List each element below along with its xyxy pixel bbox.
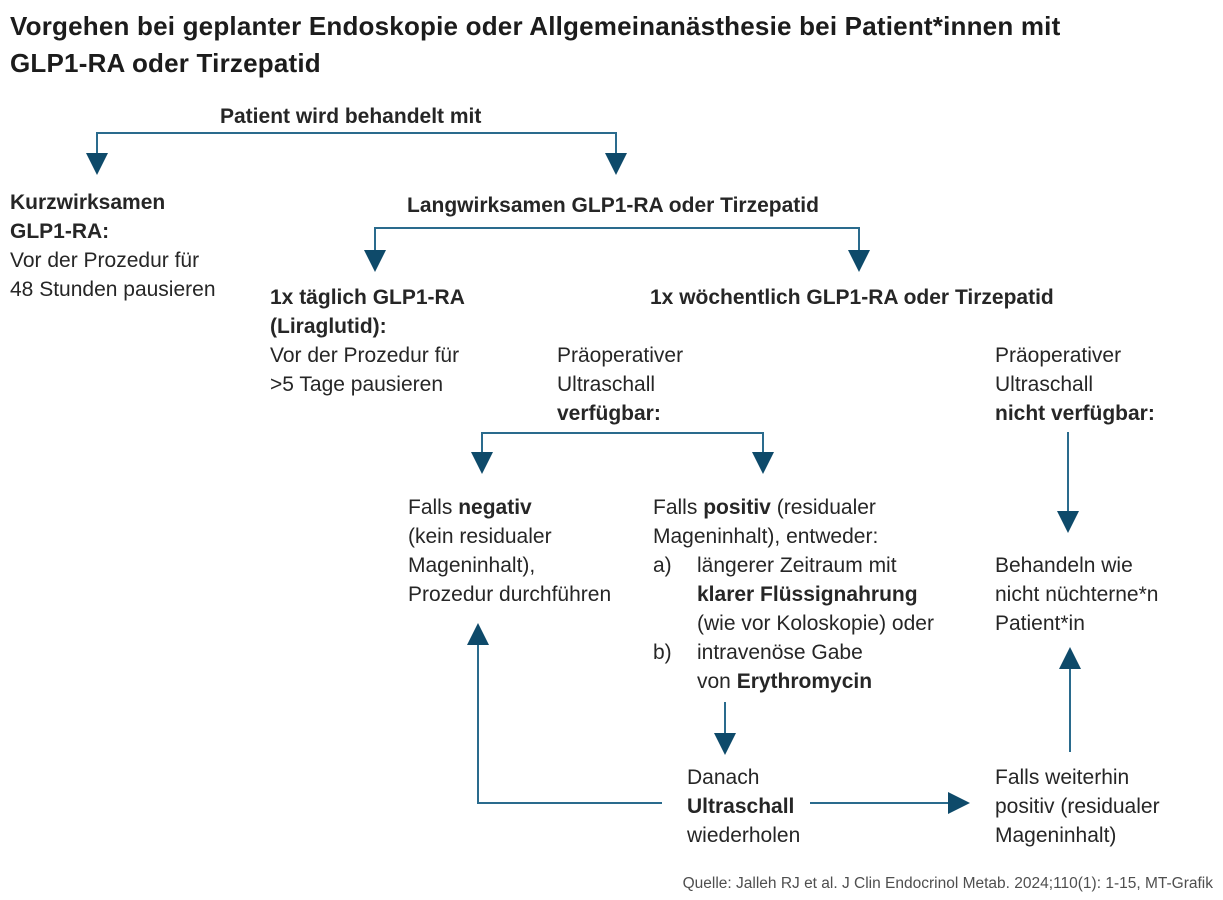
- arrowhead-repeat-right: [948, 792, 970, 814]
- list-marker: b): [653, 641, 672, 664]
- node-treat-as-not-fasted: Behandeln wie nicht nüchterne*n Patient*…: [995, 551, 1158, 638]
- source-citation: Quelle: Jalleh RJ et al. J Clin Endocrin…: [682, 875, 1213, 892]
- text-line: 1x täglich GLP1-RA: [270, 286, 465, 309]
- text-line: wiederholen: [687, 824, 801, 847]
- title-line-1: Vorgehen bei geplanter Endoskopie oder A…: [10, 11, 1061, 41]
- list-item-body: längerer Zeitraum mit klarer Flüssignahr…: [697, 551, 934, 638]
- arrow-branch-longacting: [374, 227, 860, 251]
- node-short-acting: Kurzwirksamen GLP1-RA: Vor der Prozedur …: [10, 188, 216, 304]
- arrowhead-root-left: [86, 153, 108, 175]
- node-ultrasound-available: Präoperativer Ultraschall verfügbar:: [557, 341, 683, 428]
- arrow-repeat-loop: [477, 644, 662, 804]
- node-ultrasound-not-available: Präoperativer Ultraschall nicht verfügba…: [995, 341, 1155, 428]
- node-still-positive: Falls weiterhin positiv (residualer Mage…: [995, 763, 1160, 850]
- text-line: nicht nüchterne*n: [995, 583, 1159, 606]
- text-line: Vor der Prozedur für: [10, 249, 200, 272]
- text-line: klarer Flüssignahrung: [697, 583, 918, 606]
- text-line: Behandeln wie: [995, 554, 1133, 577]
- arrowhead-longacting-left: [364, 250, 386, 272]
- node-weekly: 1x wöchentlich GLP1-RA oder Tirzepatid: [650, 283, 1054, 312]
- text-segment: (residualer: [770, 496, 876, 519]
- text-line: Präoperativer: [557, 344, 684, 367]
- text-line: Mageninhalt): [995, 824, 1117, 847]
- text-line: Falls weiterhin: [995, 766, 1130, 789]
- title-line-2: GLP1-RA oder Tirzepatid: [10, 48, 321, 78]
- text-segment-bold: Erythromycin: [736, 670, 873, 693]
- list-item-a: a) längerer Zeitraum mit klarer Flüssign…: [653, 551, 934, 638]
- text-line: (wie vor Koloskopie) oder: [697, 612, 934, 635]
- text-line: verfügbar:: [557, 402, 661, 425]
- text-line: >5 Tage pausieren: [270, 373, 444, 396]
- text-segment-bold: negativ: [458, 496, 532, 519]
- text-line: Kurzwirksamen: [10, 191, 166, 214]
- text-line: Mageninhalt), entweder:: [653, 525, 879, 548]
- text-line: Prozedur durchführen: [408, 583, 612, 606]
- text-line: intravenöse Gabe: [697, 641, 863, 664]
- node-long-acting-label: Langwirksamen GLP1-RA oder Tirzepatid: [407, 194, 819, 217]
- node-daily: 1x täglich GLP1-RA (Liraglutid): Vor der…: [270, 283, 465, 399]
- arrowhead-longacting-right: [848, 250, 870, 272]
- text-line: Vor der Prozedur für: [270, 344, 460, 367]
- text-segment: Falls: [653, 496, 704, 519]
- arrowhead-notavailable: [1057, 511, 1079, 533]
- text-segment-bold: positiv: [703, 496, 771, 519]
- text-line: Danach: [687, 766, 760, 789]
- text-segment: Falls: [408, 496, 459, 519]
- list-item-body: intravenöse Gabe von Erythromycin: [697, 638, 872, 696]
- text-line: GLP1-RA:: [10, 220, 110, 243]
- text-line: von Erythromycin: [697, 667, 872, 696]
- text-line: Ultraschall: [687, 795, 795, 818]
- text-line: Patient*in: [995, 612, 1085, 635]
- node-negative: Falls negativ (kein residualer Mageninha…: [408, 493, 611, 609]
- arrow-branch-root: [96, 132, 617, 153]
- node-weekly-label: 1x wöchentlich GLP1-RA oder Tirzepatid: [650, 286, 1054, 309]
- page-title: Vorgehen bei geplanter Endoskopie oder A…: [10, 8, 1170, 82]
- text-line: Ultraschall: [557, 373, 656, 396]
- text-line: (kein residualer: [408, 525, 552, 548]
- text-line: (Liraglutid):: [270, 315, 387, 338]
- node-long-acting: Langwirksamen GLP1-RA oder Tirzepatid: [407, 191, 819, 220]
- list-marker: a): [653, 554, 672, 577]
- node-root-label: Patient wird behandelt mit: [220, 105, 482, 128]
- text-line: Falls positiv (residualer: [653, 493, 934, 522]
- text-line: 48 Stunden pausieren: [10, 278, 216, 301]
- arrow-branch-ultrasound: [481, 432, 764, 453]
- text-segment: von: [697, 670, 737, 693]
- arrowhead-stillpositive: [1059, 647, 1081, 669]
- arrowhead-erythromycin: [714, 733, 736, 755]
- arrowhead-ultrasound-left: [471, 452, 493, 474]
- text-line: nicht verfügbar:: [995, 402, 1155, 425]
- arrowhead-repeat-loop: [467, 623, 489, 645]
- node-root: Patient wird behandelt mit: [220, 102, 481, 131]
- node-repeat-ultrasound: Danach Ultraschall wiederholen: [687, 763, 800, 850]
- text-line: Mageninhalt),: [408, 554, 536, 577]
- arrowhead-root-right: [605, 153, 627, 175]
- node-positive: Falls positiv (residualer Mageninhalt), …: [653, 493, 934, 696]
- text-line: Falls negativ: [408, 493, 611, 522]
- text-line: längerer Zeitraum mit: [697, 554, 897, 577]
- text-line: Präoperativer: [995, 344, 1122, 367]
- text-line: positiv (residualer: [995, 795, 1160, 818]
- list-item-b: b) intravenöse Gabe von Erythromycin: [653, 638, 934, 696]
- text-line: Ultraschall: [995, 373, 1094, 396]
- arrowhead-ultrasound-right: [752, 452, 774, 474]
